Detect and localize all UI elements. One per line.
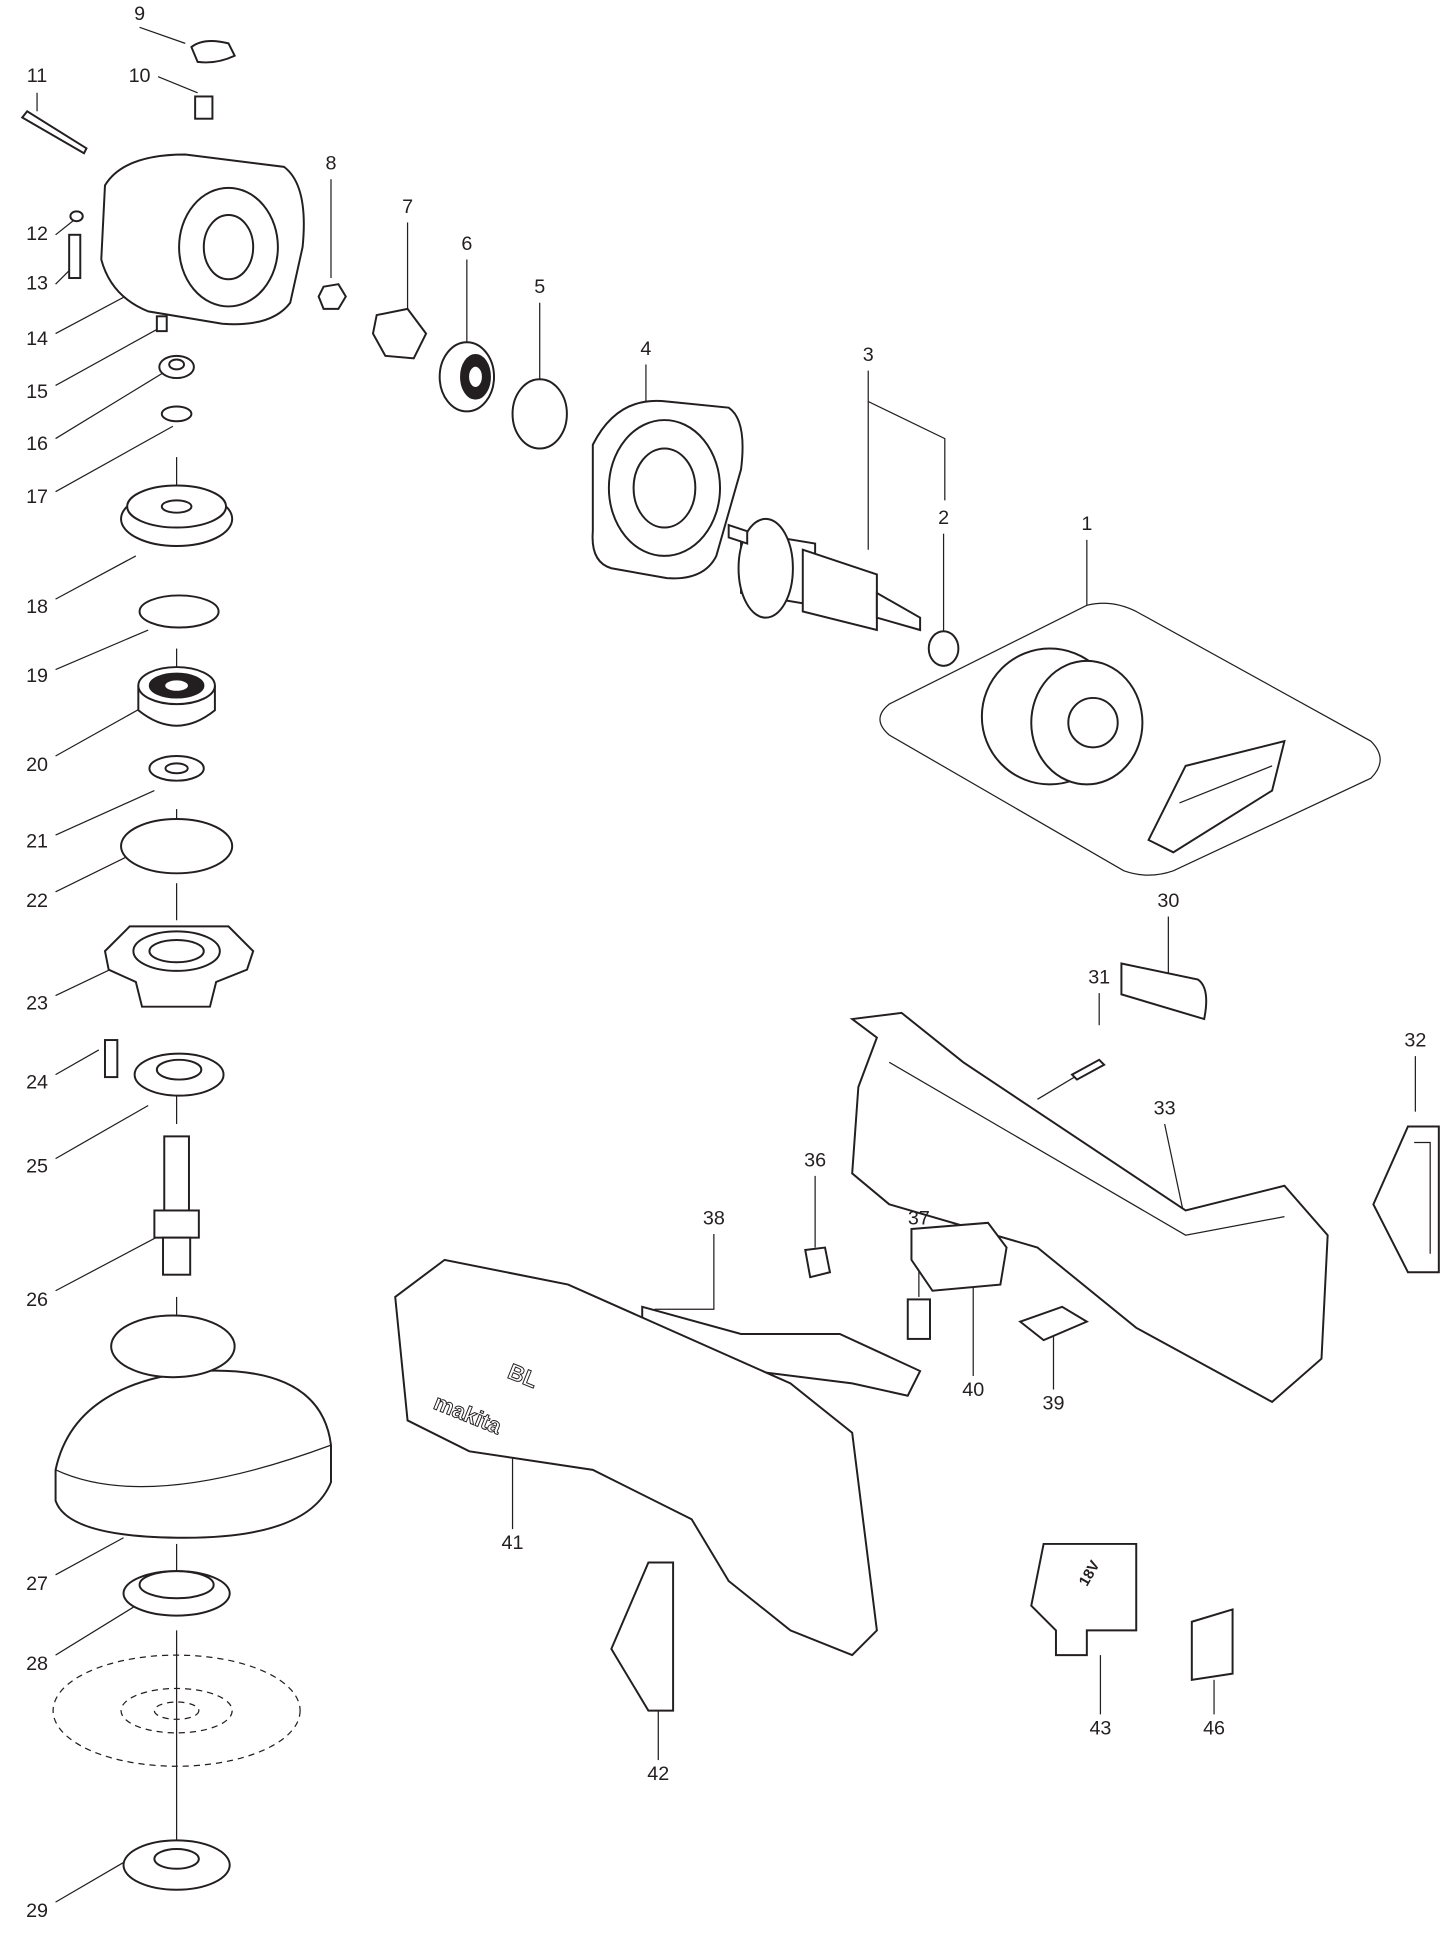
part-46-label [1190, 1608, 1234, 1681]
part-23-bearing-box [103, 925, 255, 1008]
part-32-cover [1372, 1125, 1440, 1274]
part-number-26: 26 [26, 1289, 48, 1311]
part-42-cover [610, 1561, 675, 1712]
part-12-o-ring [69, 210, 84, 223]
part-24-screw [103, 1039, 119, 1079]
part-number-25: 25 [26, 1155, 48, 1177]
part-number-31: 31 [1088, 967, 1110, 989]
part-33-housing-set [849, 1011, 1329, 1404]
part-number-17: 17 [26, 486, 48, 508]
part-number-19: 19 [26, 665, 48, 687]
part-9-shaft-lock [190, 40, 236, 64]
part-number-3: 3 [863, 344, 874, 366]
part-number-13: 13 [26, 272, 48, 294]
part-16-bearing [158, 354, 195, 380]
part-number-11: 11 [27, 65, 48, 87]
part-number-20: 20 [26, 754, 48, 776]
part-22-o-ring [120, 817, 234, 875]
part-number-22: 22 [26, 890, 48, 912]
part-18-spiral-bevel-gear [120, 484, 234, 548]
part-43-terminal: 18V [1030, 1542, 1138, 1657]
part-number-38: 38 [703, 1207, 725, 1229]
part-17-retaining-ring [160, 405, 193, 423]
part-25-labyrinth-ring [133, 1052, 225, 1097]
part-number-1: 1 [1081, 513, 1092, 535]
part-number-4: 4 [640, 338, 651, 360]
part-number-18: 18 [26, 596, 48, 618]
part-number-8: 8 [325, 153, 336, 175]
part-number-28: 28 [26, 1653, 48, 1675]
part-number-23: 23 [26, 992, 48, 1014]
part-number-27: 27 [26, 1573, 48, 1595]
part-2-bushing [927, 630, 960, 667]
part-number-46: 46 [1203, 1717, 1225, 1739]
part-number-9: 9 [134, 3, 145, 25]
part-41-housing-set: makita BL [394, 1258, 878, 1657]
part-number-16: 16 [26, 433, 48, 455]
part-11-screw [20, 109, 88, 155]
part-number-30: 30 [1157, 890, 1179, 912]
part-number-33: 33 [1154, 1097, 1176, 1119]
part-13-pin [68, 233, 82, 280]
part-10-spring [194, 95, 214, 120]
part-number-2: 2 [938, 507, 949, 529]
part-1-motor-assembly-outline [879, 602, 1381, 876]
part-number-36: 36 [804, 1149, 826, 1171]
part-26-spindle [153, 1135, 200, 1276]
part-27-wheel-guard [54, 1314, 332, 1539]
part-number-15: 15 [26, 381, 48, 403]
part-5-o-ring [511, 378, 568, 450]
part-3-armature [727, 517, 922, 632]
part-number-41: 41 [502, 1532, 524, 1554]
part-number-39: 39 [1043, 1393, 1065, 1415]
part-29-lock-nut [122, 1839, 231, 1891]
part-number-6: 6 [461, 233, 472, 255]
part-31-screw [1070, 1058, 1106, 1081]
part-15-pin [155, 315, 168, 333]
part-number-24: 24 [26, 1071, 48, 1093]
part-number-7: 7 [402, 196, 413, 218]
part-7-spiral-bevel-gear [371, 307, 428, 360]
part-14-gear-housing [100, 153, 305, 326]
part-28-inner-flange [122, 1570, 231, 1617]
part-number-40: 40 [962, 1379, 984, 1401]
part-37-spring [906, 1298, 931, 1340]
part-number-21: 21 [26, 831, 48, 853]
part-36-terminal [804, 1246, 832, 1279]
part-30-label [1120, 962, 1208, 1021]
part-number-37: 37 [908, 1207, 930, 1229]
part-number-10: 10 [129, 65, 151, 87]
part-number-labels: 9 10 11 8 7 6 5 4 3 2 1 12 13 14 15 16 1… [26, 3, 1426, 1922]
part-20-ball-bearing [137, 666, 216, 727]
part-number-14: 14 [26, 328, 48, 350]
part-number-32: 32 [1404, 1029, 1426, 1051]
part-number-43: 43 [1089, 1717, 1111, 1739]
leader-lines [36, 26, 1416, 1903]
part-21-flat-washer [148, 754, 205, 782]
part-number-12: 12 [26, 223, 48, 245]
part-8-nut [317, 283, 347, 310]
part-40-switch [910, 1221, 1008, 1292]
wheel-disc-dashed [52, 1654, 301, 1767]
part-39-switch-knob [1018, 1305, 1090, 1342]
part-number-29: 29 [26, 1900, 48, 1922]
part-4-bearing-box [591, 399, 744, 580]
part-6-ball-bearing [438, 341, 496, 413]
part-number-5: 5 [534, 276, 545, 298]
part-number-42: 42 [647, 1763, 669, 1785]
part-1-stator [980, 647, 1286, 854]
part-19-retaining-ring [138, 594, 220, 629]
